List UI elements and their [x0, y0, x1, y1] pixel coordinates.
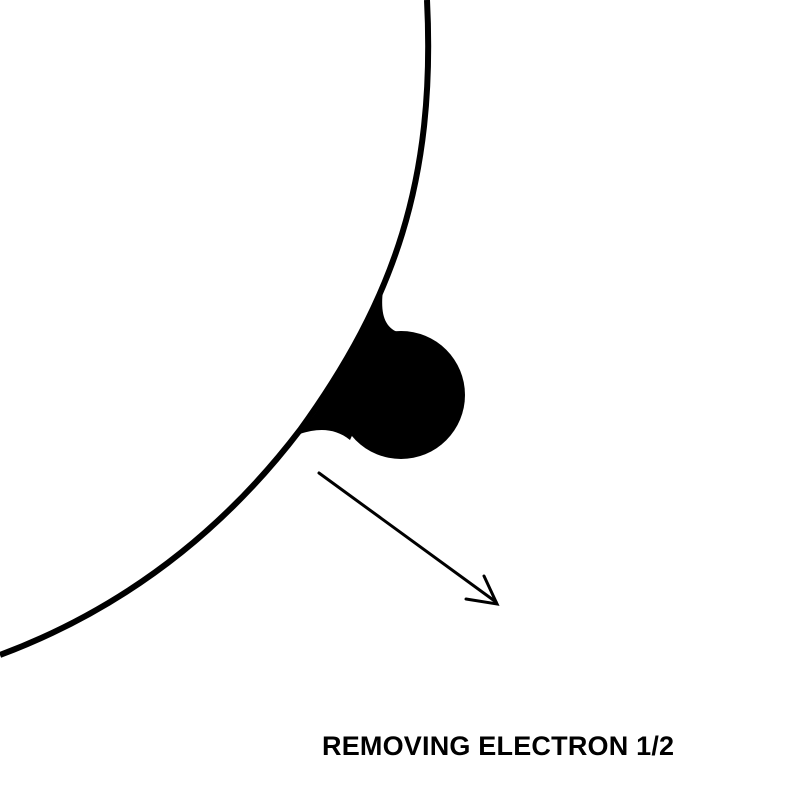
caption-text: REMOVING ELECTRON 1/2: [322, 731, 675, 761]
atom-boundary-arc: [0, 0, 432, 658]
direction-arrow-head: [464, 574, 500, 606]
direction-arrow-shaft: [317, 471, 498, 604]
electron: [337, 331, 465, 459]
